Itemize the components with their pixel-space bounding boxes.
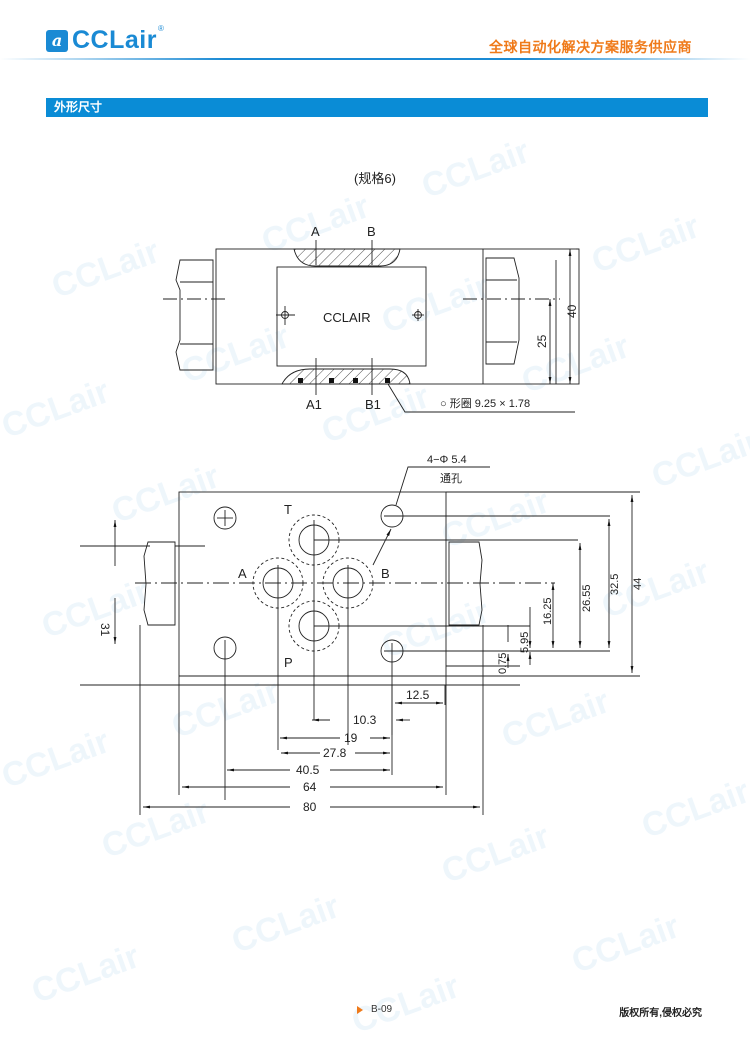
header-divider xyxy=(0,58,750,60)
dim-31: 31 xyxy=(98,623,112,637)
port-label-p: P xyxy=(284,655,293,670)
spec-title: (规格6) xyxy=(354,171,396,186)
port-label-b: B xyxy=(381,566,390,581)
dim-19: 19 xyxy=(344,731,358,745)
dim-0-75: 0.75 xyxy=(497,653,509,674)
port-label-a1: A1 xyxy=(306,397,322,412)
triangle-icon xyxy=(357,1005,363,1014)
dim-12-5: 12.5 xyxy=(406,688,430,702)
port-label-b1: B1 xyxy=(365,397,381,412)
copyright: 版权所有,侵权必究 xyxy=(619,1008,702,1019)
dim-27-8: 27.8 xyxy=(323,746,347,760)
dim-26-55: 26.55 xyxy=(581,584,593,612)
dim-5-95: 5.95 xyxy=(519,632,531,653)
center-label: CCLAIR xyxy=(323,310,371,325)
page-number: B-09 xyxy=(357,1004,392,1015)
slogan: 全球自动化解决方案服务供应商 xyxy=(489,39,692,55)
bottom-view-labels: T A B P 4−Φ 5.4 通孔 44 32.5 26.55 16.25 5… xyxy=(98,454,644,814)
brand-logo: a CCLair ® xyxy=(46,24,164,55)
page-number-text: B-09 xyxy=(371,1004,393,1015)
port-label-a: A xyxy=(311,224,320,239)
oring-note: ○ 形圈 9.25 × 1.78 xyxy=(440,397,530,410)
dim-80: 80 xyxy=(303,800,317,814)
hole-note-through: 通孔 xyxy=(440,472,462,485)
dim-64: 64 xyxy=(303,780,317,794)
bottom-view xyxy=(80,466,640,815)
logo-icon: a xyxy=(46,29,68,52)
dim-40-5: 40.5 xyxy=(296,763,320,777)
section-title: 外形尺寸 xyxy=(46,98,708,117)
port-label-t: T xyxy=(284,502,292,517)
dim-32-5: 32.5 xyxy=(609,574,621,595)
dim-16-25: 16.25 xyxy=(542,597,554,625)
dim-25: 25 xyxy=(535,334,549,348)
dim-44: 44 xyxy=(632,578,644,590)
port-label-a: A xyxy=(238,566,247,581)
top-view-labels: A B A1 B1 CCLAIR ○ 形圈 9.25 × 1.78 40 25 xyxy=(306,224,579,412)
port-label-b: B xyxy=(367,224,376,239)
dim-10-3: 10.3 xyxy=(353,713,377,727)
dim-40: 40 xyxy=(565,304,579,318)
logo-text: CCLair xyxy=(72,26,157,54)
registered-mark: ® xyxy=(157,24,164,33)
top-view xyxy=(163,240,580,413)
hole-note: 4−Φ 5.4 xyxy=(427,454,467,466)
